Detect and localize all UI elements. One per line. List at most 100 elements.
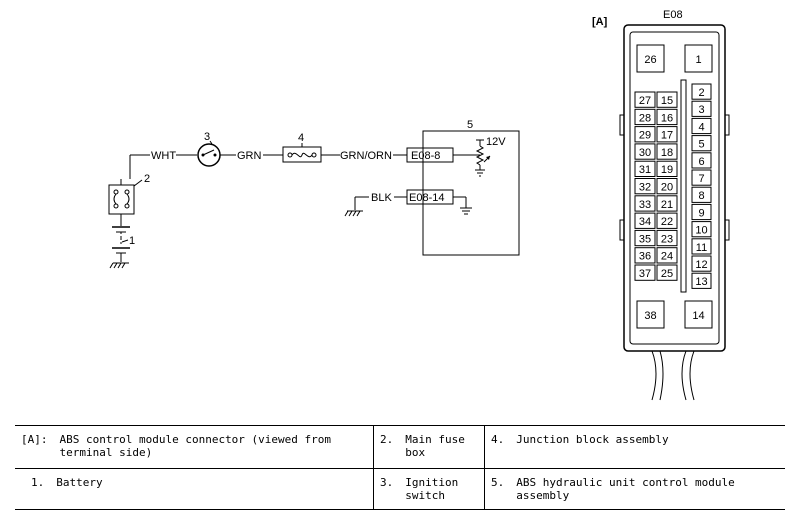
pin-20: 20	[661, 182, 673, 194]
supply-12v-label: 12V	[486, 136, 506, 148]
pin-frame-7	[691, 169, 712, 186]
pin-frame-21	[656, 195, 678, 212]
pin-15: 15	[661, 95, 673, 107]
pin-14: 14	[692, 310, 704, 322]
pin-frame-19	[656, 160, 678, 177]
connector-view-label: [A]	[592, 16, 608, 28]
pin-frame-35	[634, 229, 656, 247]
pullup-resistor-symbol	[475, 139, 491, 177]
pin-frame-30	[634, 143, 656, 160]
pin-3: 3	[698, 104, 704, 116]
pin-frame-11	[691, 238, 712, 255]
pin-frame-9	[691, 203, 712, 221]
pin-28: 28	[639, 112, 651, 124]
pin-frame-22	[656, 212, 678, 229]
pin-22: 22	[661, 216, 673, 228]
legend-cell-a: [A]:ABS control module connector (viewed…	[15, 425, 374, 469]
pin-33: 33	[639, 199, 651, 211]
pin-18: 18	[661, 147, 673, 159]
pin-38: 38	[644, 310, 656, 322]
pin-6: 6	[698, 156, 704, 168]
junction-block-fuse-symbol	[282, 143, 322, 163]
pin-5: 5	[698, 139, 704, 151]
pin-34: 34	[639, 216, 651, 228]
pin-frame-8	[691, 186, 712, 203]
ground-symbol	[344, 210, 363, 217]
pin-27: 27	[639, 95, 651, 107]
abs-module-box	[422, 130, 520, 256]
pin-8: 8	[698, 190, 704, 202]
connector-name: E08	[663, 9, 683, 21]
pin-36: 36	[639, 251, 651, 263]
pin-frame-29	[634, 126, 656, 143]
legend-table: [A]:ABS control module connector (viewed…	[15, 425, 785, 510]
battery-symbol	[109, 214, 130, 269]
pin-frame-2	[691, 83, 712, 100]
pin-frame-12	[691, 255, 712, 272]
pin-4: 4	[698, 121, 704, 133]
pin-frame-34	[634, 212, 656, 229]
legend-cell-3: 3.Ignition switch	[373, 468, 485, 510]
pin-frame-16	[656, 108, 678, 126]
pin-frame-20	[656, 178, 678, 195]
pin-frame-13	[691, 272, 712, 289]
pin-17: 17	[661, 130, 673, 142]
pin-frame-36	[634, 247, 656, 264]
pin-frame-25	[656, 264, 678, 281]
pin-frame-15	[656, 91, 678, 108]
pin-frame-28	[634, 108, 656, 126]
pin-frame-24	[656, 247, 678, 264]
pin-26: 26	[644, 54, 656, 66]
pin-frame-23	[656, 229, 678, 247]
pin-35: 35	[639, 233, 651, 245]
pin-frame-5	[691, 135, 712, 152]
pin-11: 11	[696, 242, 707, 254]
pin-frame-32	[634, 178, 656, 195]
legend-cell-4: 4.Junction block assembly	[484, 425, 785, 469]
main-fuse-box-label: 2	[144, 173, 150, 185]
pin-frame-4	[691, 117, 712, 135]
pin-frame-17	[656, 126, 678, 143]
wiring-diagram: 1 2 WHT 3 GRN 4 GRN/ORN	[108, 9, 730, 401]
abs-module-label: 5	[467, 119, 473, 131]
wire-grn-label: GRN	[237, 150, 262, 162]
pin-frame-33	[634, 195, 656, 212]
pin-25: 25	[661, 268, 673, 280]
pin-frame-3	[691, 100, 712, 117]
pin-23: 23	[661, 233, 673, 245]
ignition-switch-symbol	[197, 140, 221, 167]
pin-21: 21	[661, 199, 673, 211]
pin-12: 12	[695, 259, 707, 271]
main-fuse-box-symbol	[108, 179, 143, 215]
pin-1: 1	[695, 54, 701, 66]
pin-19: 19	[661, 164, 673, 176]
junction-block-label: 4	[298, 132, 304, 144]
terminal-e08-8-label: E08-8	[411, 150, 440, 162]
pin-37: 37	[639, 268, 651, 280]
pin-frame-6	[691, 152, 712, 169]
wire-grn-orn-label: GRN/ORN	[340, 150, 392, 162]
pin-frame-37	[634, 264, 656, 281]
pin-13: 13	[695, 276, 707, 288]
pin-32: 32	[639, 182, 651, 194]
legend-cell-5: 5.ABS hydraulic unit control module asse…	[484, 468, 785, 510]
pin-29: 29	[639, 130, 651, 142]
pin-9: 9	[698, 207, 704, 219]
wire-blk-label: BLK	[371, 192, 392, 204]
pin-frame-10	[691, 221, 712, 238]
wire-wht-label: WHT	[151, 150, 176, 162]
pin-30: 30	[639, 147, 651, 159]
pin-24: 24	[661, 251, 673, 263]
terminal-e08-14-label: E08-14	[409, 192, 444, 204]
pin-2: 2	[698, 87, 704, 99]
pin-7: 7	[698, 173, 704, 185]
pin-frame-27	[634, 91, 656, 108]
ignition-switch-label: 3	[204, 131, 210, 143]
battery-label: 1	[129, 235, 135, 247]
pin-31: 31	[639, 164, 651, 176]
legend-cell-1: 1.Battery	[15, 468, 374, 510]
pin-frame-18	[656, 143, 678, 160]
pin-10: 10	[695, 225, 707, 237]
pin-16: 16	[661, 112, 673, 124]
